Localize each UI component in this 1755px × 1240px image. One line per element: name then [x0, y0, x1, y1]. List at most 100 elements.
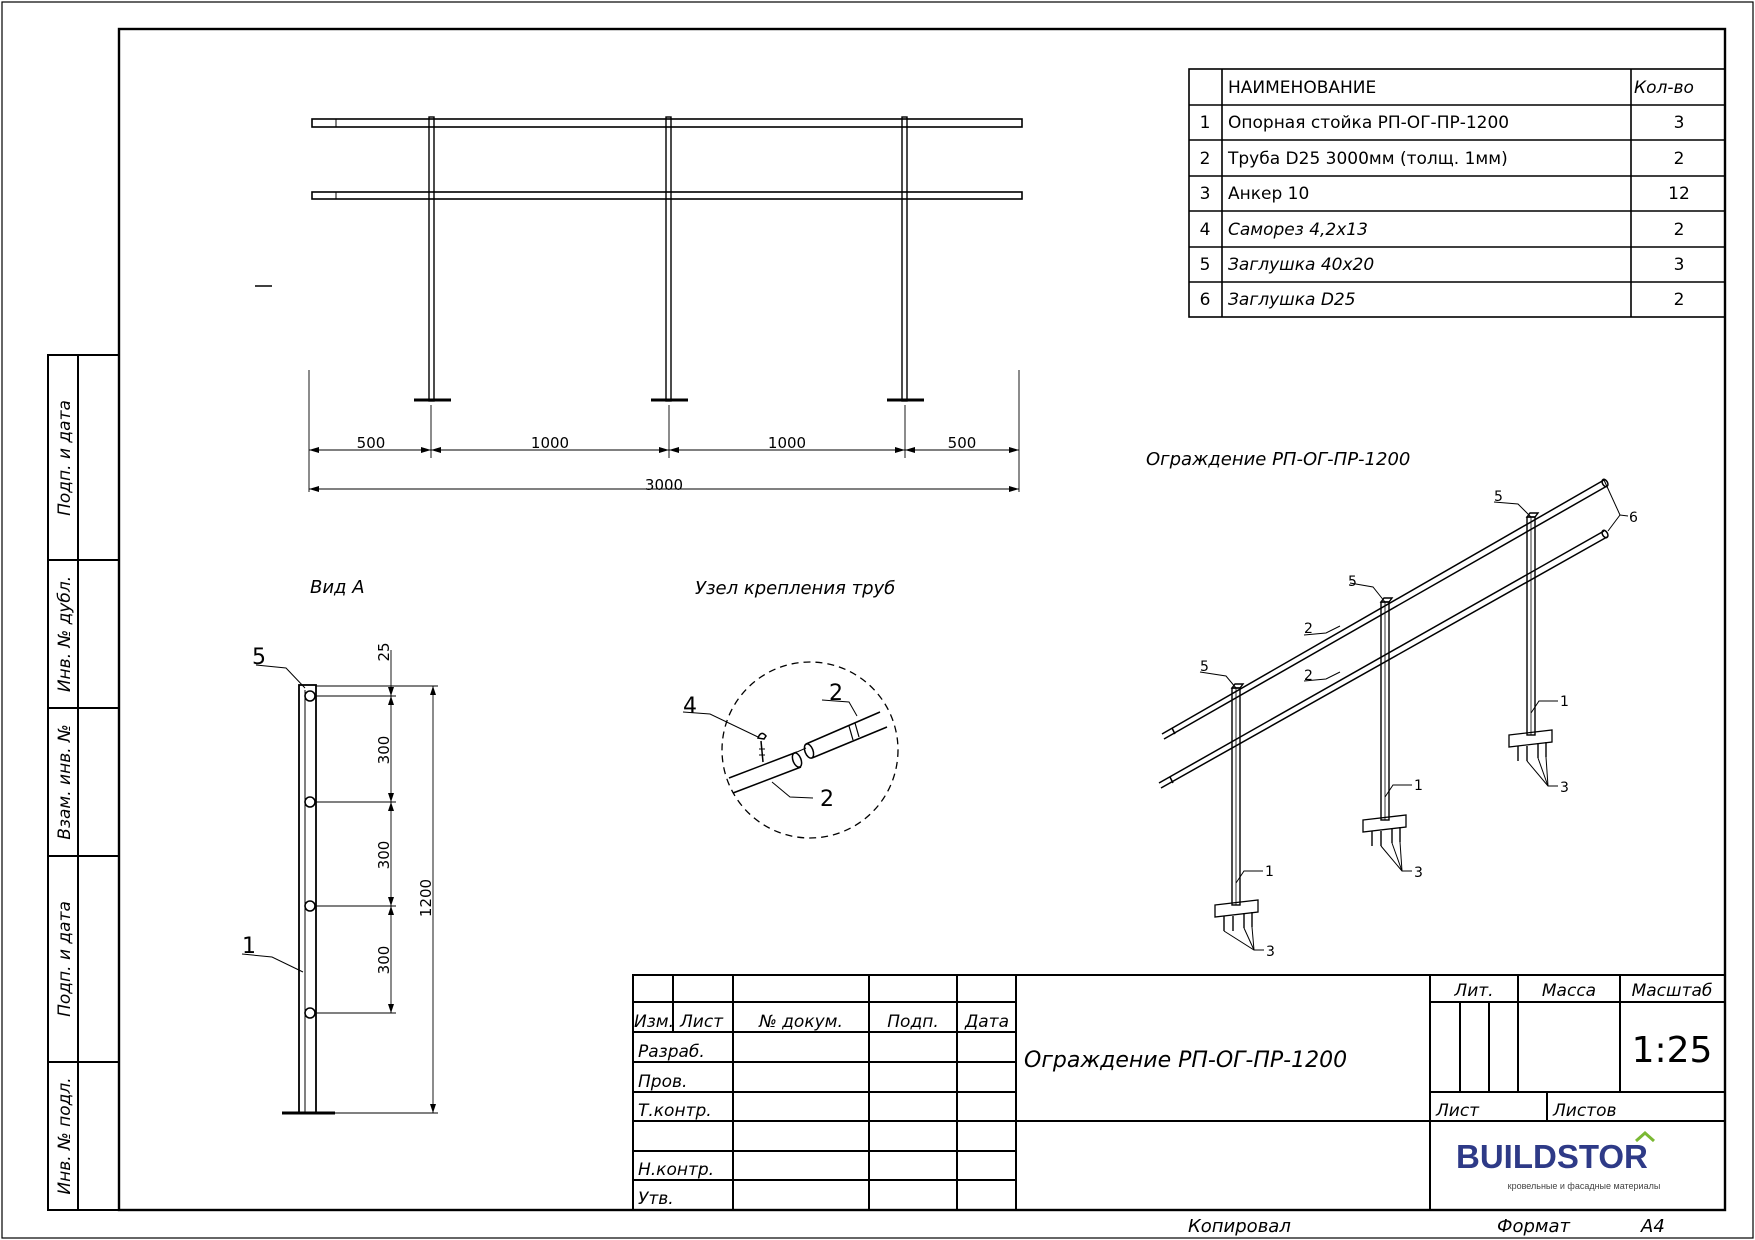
- iso-view-title: Ограждение РП-ОГ-ПР-1200: [1146, 449, 1410, 470]
- spec-header-qty: Кол-во: [1634, 78, 1694, 98]
- spec-table: [1188, 68, 1726, 318]
- side-hole-2: [304, 796, 316, 808]
- iso-callout-5-b: 5: [1348, 574, 1357, 590]
- buildstor-logo: BUILDSTOR кровельные и фасадные материал…: [1456, 1130, 1661, 1191]
- spec-row-1-name: Опорная стойка РП-ОГ-ПР-1200: [1228, 113, 1509, 133]
- iso-post-b: [1362, 597, 1407, 846]
- side-dimension-lines: [316, 650, 438, 1114]
- tb-col-date: Дата: [964, 1012, 1009, 1032]
- side-callout-5: 5: [252, 645, 266, 670]
- side-hole-3: [304, 900, 316, 912]
- side-dim-300-2: 300: [375, 841, 393, 870]
- tb-col-sign: Подп.: [887, 1012, 938, 1032]
- front-view: [255, 116, 1023, 492]
- side-stamp-label-1: Подп. и дата: [55, 400, 75, 516]
- spec-header-name: НАИМЕНОВАНИЕ: [1228, 78, 1376, 98]
- iso-callout-1-b: 1: [1414, 778, 1423, 794]
- side-leader-post: [241, 953, 304, 973]
- tb-scale-value: 1:25: [1632, 1030, 1713, 1071]
- logo-roof-icon: [1635, 1130, 1655, 1143]
- tb-title: Ограждение РП-ОГ-ПР-1200: [1024, 1048, 1347, 1073]
- iso-callout-5-c: 5: [1494, 489, 1503, 505]
- side-hole-4: [304, 1007, 316, 1019]
- side-stamp-label-3: Взам. инв. №: [55, 724, 75, 839]
- spec-row-1-qty: 3: [1674, 113, 1685, 133]
- logo-text: BUILDSTOR: [1456, 1138, 1648, 1175]
- front-dimension-text: 500 1000 1000 500 3000: [357, 434, 977, 494]
- spec-row-2-name: Труба D25 3000мм (толщ. 1мм): [1227, 149, 1508, 169]
- iso-callout-2-b: 2: [1304, 668, 1313, 684]
- tb-mass-label: Масса: [1542, 981, 1596, 1001]
- tb-lit-label: Лит.: [1453, 981, 1493, 1001]
- node-detail-circle: [721, 661, 899, 839]
- iso-callout-2-a: 2: [1304, 621, 1313, 637]
- tb-scale-label: Масштаб: [1632, 981, 1713, 1001]
- node-view: [682, 661, 899, 839]
- iso-callout-3-b: 3: [1414, 865, 1423, 881]
- node-screw: [756, 732, 767, 740]
- footer-format-value: А4: [1640, 1216, 1665, 1237]
- tb-col-izm: Изм.: [634, 1012, 674, 1032]
- side-post: [298, 684, 317, 1114]
- side-stamp-label-2: Инв. № дубл.: [55, 576, 75, 692]
- iso-callout-3-a: 3: [1266, 944, 1275, 960]
- front-upper-rail: [311, 118, 1023, 128]
- side-dim-25: 25: [375, 642, 393, 661]
- iso-post-c: [1508, 512, 1553, 761]
- tb-col-doc: № докум.: [758, 1012, 843, 1032]
- spec-row-6-name: Заглушка D25: [1228, 290, 1356, 310]
- iso-callout-3-c: 3: [1560, 780, 1569, 796]
- tb-role-norm-control: Н.контр.: [638, 1160, 714, 1180]
- tb-role-approved: Утв.: [638, 1189, 674, 1209]
- side-view-title: Вид А: [310, 577, 365, 598]
- iso-post-a: [1214, 683, 1259, 931]
- front-dim-1000-right: 1000: [768, 434, 806, 452]
- spec-row-5-qty: 3: [1674, 255, 1685, 275]
- iso-upper-rail: [1161, 478, 1609, 740]
- node-leader-2-top: [821, 699, 858, 717]
- spec-row-2-qty: 2: [1674, 149, 1685, 169]
- tb-role-developer: Разраб.: [638, 1042, 705, 1062]
- iso-callout-1-a: 1: [1265, 864, 1274, 880]
- iso-callout-5-a: 5: [1200, 659, 1209, 675]
- footer-copied: Копировал: [1188, 1216, 1291, 1237]
- node-leader-4: [682, 711, 759, 738]
- spec-row-4-name: Саморез 4,2х13: [1228, 220, 1368, 240]
- spec-row-3-name: Анкер 10: [1228, 184, 1309, 204]
- side-dim-1200: 1200: [417, 879, 435, 917]
- tb-role-tech-control: Т.контр.: [638, 1101, 712, 1121]
- spec-row-5-name: Заглушка 40х20: [1228, 255, 1374, 275]
- logo-tagline: кровельные и фасадные материалы: [1508, 1181, 1661, 1191]
- tb-sheet-label: Лист: [1435, 1101, 1480, 1121]
- front-post-2: [651, 116, 688, 402]
- front-lower-rail: [311, 191, 1023, 200]
- front-dim-500-right: 500: [948, 434, 977, 452]
- iso-lower-rail: [1158, 529, 1609, 789]
- side-leader-cap: [255, 664, 306, 689]
- spec-row-6-num: 6: [1200, 290, 1211, 310]
- side-dimension-text: 25 300 300 300 1200: [375, 642, 435, 974]
- title-block: [632, 974, 1726, 1211]
- front-dimension-arrows: [309, 447, 1019, 492]
- iso-callouts: 5 5 5 6 2 2 1 1 1 3 3 3: [1200, 489, 1638, 960]
- title-block-right-text: Лит. Масса Масштаб Лист Листов: [1435, 981, 1712, 1121]
- node-callout-2-top: 2: [829, 681, 843, 706]
- spec-row-6-qty: 2: [1674, 290, 1685, 310]
- side-dim-300-1: 300: [375, 736, 393, 765]
- spec-row-4-num: 4: [1200, 220, 1211, 240]
- spec-row-3-num: 3: [1200, 184, 1211, 204]
- side-dim-300-3: 300: [375, 946, 393, 975]
- front-dim-500-left: 500: [357, 434, 386, 452]
- spec-row-2-num: 2: [1200, 149, 1211, 169]
- side-view: [241, 650, 438, 1115]
- node-view-title: Узел крепления труб: [695, 578, 895, 599]
- spec-row-5-num: 5: [1200, 255, 1211, 275]
- side-stamp-label-4: Подп. и дата: [55, 901, 75, 1017]
- side-dimension-arrows: [388, 686, 436, 1113]
- iso-callout-6: 6: [1629, 510, 1638, 526]
- node-leader-2-bottom: [771, 781, 814, 799]
- footer-format-label: Формат: [1497, 1216, 1571, 1237]
- iso-leaders: [1199, 479, 1629, 951]
